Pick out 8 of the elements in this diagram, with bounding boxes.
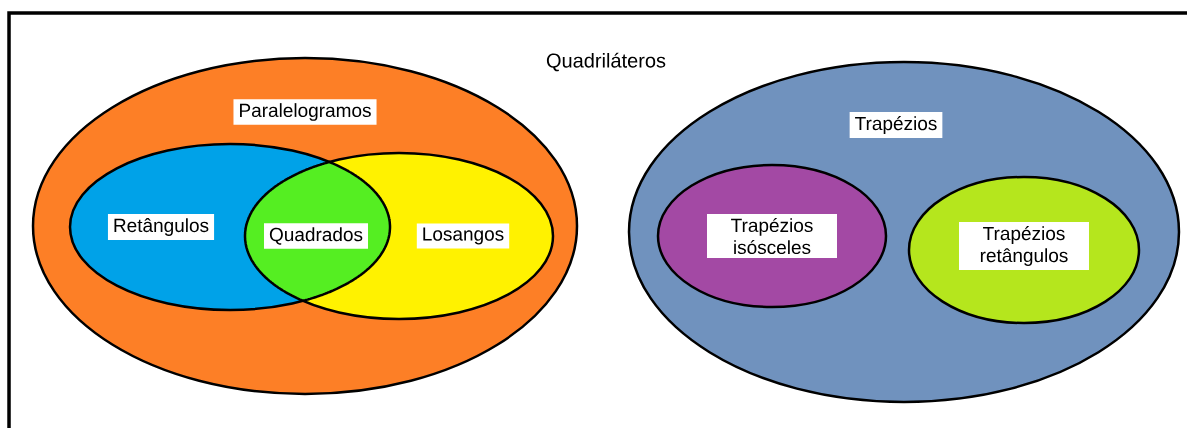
- node-label: Quadrados: [269, 227, 363, 245]
- region-label: Trapézios retângulos: [959, 222, 1089, 270]
- region-label: Losangos: [416, 223, 510, 249]
- region-label: Retângulos: [107, 214, 215, 240]
- region-label: Paralelogramos: [233, 99, 377, 125]
- region-label: Trapézios: [849, 112, 943, 138]
- diagram-title: Quadriláteros: [546, 52, 666, 72]
- region-label: Trapézios isósceles: [707, 213, 837, 259]
